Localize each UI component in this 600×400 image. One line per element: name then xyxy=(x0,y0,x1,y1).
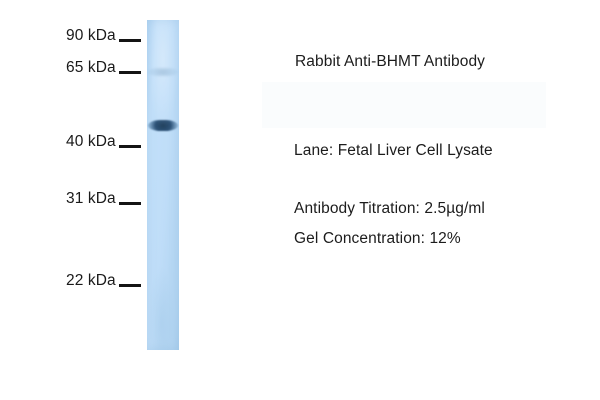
marker-label-31: 31 kDa xyxy=(66,190,116,207)
marker-label-22: 22 kDa xyxy=(66,272,116,289)
marker-22-kda: 22 kDa xyxy=(66,273,141,289)
marker-label-65: 65 kDa xyxy=(66,59,116,76)
marker-tick-65 xyxy=(118,70,141,74)
marker-90-kda: 90 kDa xyxy=(66,28,141,44)
marker-31-kda: 31 kDa xyxy=(66,191,141,207)
lane-description: Lane: Fetal Liver Cell Lysate xyxy=(294,142,493,159)
gel-concentration: Gel Concentration: 12% xyxy=(294,230,461,247)
marker-tick-90 xyxy=(118,38,141,42)
marker-label-90: 90 kDa xyxy=(66,27,116,44)
antibody-title: Rabbit Anti-BHMT Antibody xyxy=(295,53,486,70)
marker-label-40: 40 kDa xyxy=(66,133,116,150)
marker-65-kda: 65 kDa xyxy=(66,60,141,76)
marker-40-kda: 40 kDa xyxy=(66,134,141,150)
marker-tick-31 xyxy=(118,201,141,205)
marker-tick-22 xyxy=(118,283,141,287)
antibody-titration: Antibody Titration: 2.5µg/ml xyxy=(294,200,485,217)
marker-tick-40 xyxy=(118,144,141,148)
background-artifact-block xyxy=(262,82,546,128)
